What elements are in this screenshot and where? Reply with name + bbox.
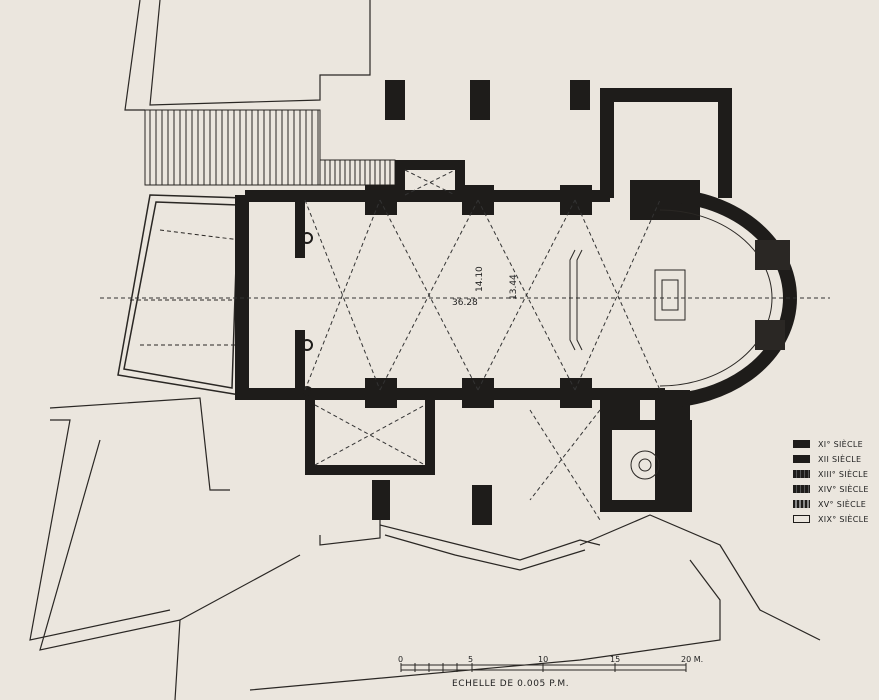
swatch-icon [793,455,810,463]
west-annex [117,194,246,396]
swatch-icon [793,485,810,493]
dimension-length: 36.28 [452,298,478,308]
legend-item: XI° SIÈCLE [793,437,869,451]
scale-tick-10: 10 [538,655,548,664]
dimension-width-1: 14.10 [475,266,485,292]
scale-caption: ECHELLE DE 0.005 P.M. [452,679,570,689]
vault-ribs [100,169,830,521]
scale-bar: 0 5 10 15 20 M. [398,655,703,672]
columns [301,232,313,398]
legend-item: XII SIÈCLE [793,452,869,466]
scale-tick-5: 5 [468,655,473,664]
choir-screen [569,249,583,351]
swatch-icon [793,440,810,448]
legend-item: XV° SIÈCLE [793,497,869,511]
swatch-icon [793,470,810,478]
scale-tick-20: 20 M. [681,655,703,664]
swatch-icon [793,515,810,523]
apse [630,188,797,480]
period-legend: XI° SIÈCLE XII SIÈCLE XIII° SIÈCLE XIV° … [793,437,869,527]
legend-item: XIII° SIÈCLE [793,467,869,481]
legend-item: XIX° SIÈCLE [793,512,869,526]
swatch-icon [793,500,810,508]
legend-item: XIV° SIÈCLE [793,482,869,496]
scale-tick-15: 15 [610,655,620,664]
west-stairs [144,109,396,186]
site-outlines [29,0,821,700]
dimension-width-2: 13.44 [509,274,519,300]
nave-walls [235,80,732,525]
scale-tick-0: 0 [398,655,403,664]
